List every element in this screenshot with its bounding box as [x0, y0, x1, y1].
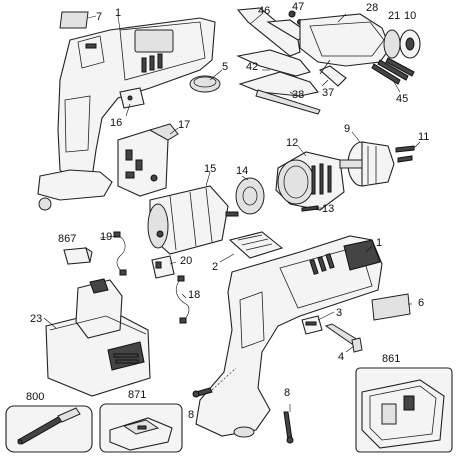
- callout-8-right: 8: [284, 387, 290, 399]
- part-14-washer[interactable]: [235, 177, 265, 215]
- part-16-switch-bracket[interactable]: [119, 87, 145, 109]
- part-7-label-plate[interactable]: [59, 11, 89, 29]
- callout-1-top: 1: [115, 7, 121, 19]
- callout-10: 10: [404, 10, 416, 22]
- shear-head-assembly[interactable]: [236, 7, 421, 115]
- callout-5: 5: [222, 61, 228, 73]
- callout-18: 18: [188, 289, 200, 301]
- callout-28: 28: [366, 2, 378, 14]
- callout-867: 867: [58, 233, 76, 245]
- callout-4: 4: [338, 351, 344, 363]
- part-4-hex-key[interactable]: [324, 323, 363, 353]
- part-2-cover-pad[interactable]: [228, 231, 284, 259]
- callout-12: 12: [286, 137, 298, 149]
- part-19-wire[interactable]: [113, 231, 127, 276]
- part-861-carrying-case[interactable]: [355, 367, 453, 453]
- callout-7: 7: [96, 11, 102, 23]
- callout-21: 21: [388, 10, 400, 22]
- callout-23: 23: [30, 313, 42, 325]
- callout-861: 861: [382, 353, 400, 365]
- callout-19: 19: [100, 231, 112, 243]
- part-800-tool[interactable]: [5, 405, 93, 453]
- callout-42: 42: [246, 61, 258, 73]
- part-23-battery-pack[interactable]: [45, 278, 151, 397]
- part-6-label[interactable]: [371, 293, 411, 321]
- leader-lines: [43, 11, 421, 412]
- callout-20: 20: [180, 255, 192, 267]
- callout-15: 15: [204, 163, 216, 175]
- callout-labels: 7 1 46 47 28 21 10 5 42 38 37 45 16 17 9…: [26, 1, 429, 421]
- part-11-screw[interactable]: [395, 145, 415, 163]
- callout-47: 47: [292, 1, 304, 13]
- callout-14: 14: [236, 165, 248, 177]
- part-20-terminal-block[interactable]: [151, 255, 175, 279]
- callout-1-bottom: 1: [376, 237, 382, 249]
- callout-16: 16: [110, 117, 122, 129]
- part-15-motor[interactable]: [147, 185, 239, 255]
- callout-6: 6: [418, 297, 424, 309]
- part-3-latch[interactable]: [301, 315, 323, 335]
- callout-37: 37: [322, 87, 334, 99]
- callout-800: 800: [26, 391, 44, 403]
- callout-17: 17: [178, 119, 190, 131]
- callout-9: 9: [344, 123, 350, 135]
- callout-11: 11: [418, 131, 429, 143]
- callout-13: 13: [322, 203, 334, 215]
- part-9-chuck[interactable]: [339, 141, 395, 187]
- part-8-screw-left[interactable]: [192, 387, 213, 398]
- callout-8-left: 8: [188, 409, 194, 421]
- callout-45: 45: [396, 93, 408, 105]
- callout-38: 38: [292, 89, 304, 101]
- part-5-button[interactable]: [189, 75, 221, 93]
- part-1-housing-half-top[interactable]: [37, 17, 216, 211]
- callout-2: 2: [212, 261, 218, 273]
- callout-871: 871: [128, 389, 146, 401]
- callout-3: 3: [336, 307, 342, 319]
- part-1-housing-half-bottom[interactable]: [195, 235, 383, 438]
- part-18-wire[interactable]: [175, 275, 190, 324]
- part-8-screw-right[interactable]: [283, 411, 294, 444]
- part-17-switch-assembly[interactable]: [117, 123, 179, 197]
- callout-46: 46: [258, 5, 270, 17]
- part-871-charger[interactable]: [99, 403, 183, 453]
- part-13-screw[interactable]: [301, 205, 319, 212]
- part-12-clutch-assembly[interactable]: [275, 151, 345, 211]
- part-867-spacer-block[interactable]: [63, 246, 93, 265]
